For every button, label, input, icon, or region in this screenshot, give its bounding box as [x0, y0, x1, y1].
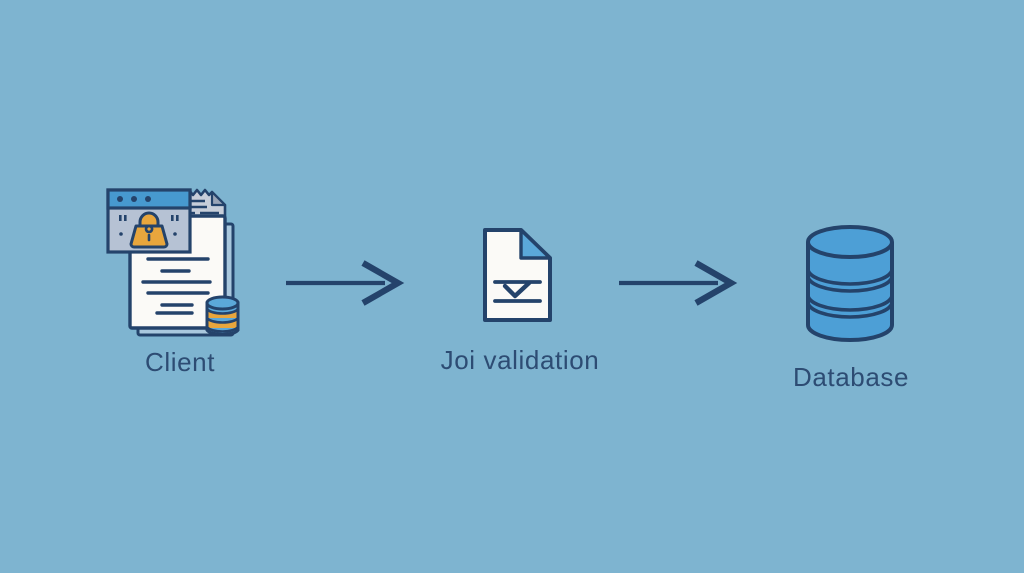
- database-cylinder-icon: [806, 225, 894, 342]
- client-browser-document-icon: [106, 188, 240, 337]
- right-arrow-icon: [619, 260, 738, 306]
- lock-icon: [129, 211, 169, 249]
- database-label: Database: [792, 362, 910, 392]
- joi-validation-node: [480, 226, 555, 324]
- checkmark-icon: [502, 280, 532, 299]
- joi-validation-label: Joi validation: [440, 345, 600, 375]
- arrow-client-to-joi: [285, 258, 405, 308]
- database-node: [805, 225, 895, 345]
- secure-browser-icon: [106, 188, 192, 254]
- mini-database-icon: [205, 295, 240, 336]
- right-arrow-icon: [286, 260, 405, 306]
- document-check-icon: [483, 228, 552, 322]
- client-label: Client: [144, 347, 216, 377]
- client-node: [103, 182, 243, 337]
- arrow-joi-to-database: [618, 258, 738, 308]
